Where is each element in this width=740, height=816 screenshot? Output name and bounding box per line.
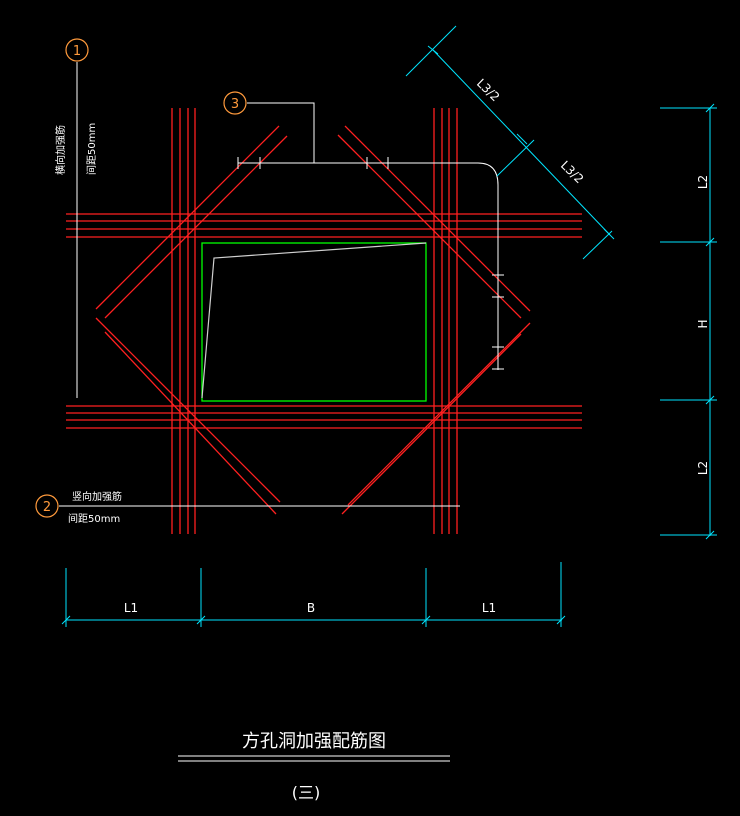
callout-2-number: 2 <box>43 500 51 515</box>
drawing-subtitle: (三) <box>292 783 321 802</box>
dim-bottom-b: B <box>307 601 315 615</box>
diagonal-dimension <box>405 25 615 260</box>
dim-right-h: H <box>696 319 710 328</box>
callout-1-circle <box>65 38 89 62</box>
dim-bottom-l1-left: L1 <box>124 601 138 615</box>
dim-right-l2-bottom: L2 <box>696 461 710 475</box>
horizontal-rebars <box>66 213 582 429</box>
square-opening <box>201 242 427 402</box>
vertical-rebars <box>171 108 458 534</box>
callout-2-label-line2: 间距50mm <box>68 512 120 525</box>
dim-diagonal-upper: L3/2 <box>474 76 502 104</box>
diagonal-rebars <box>95 125 531 515</box>
dim-diagonal-lower: L3/2 <box>558 158 586 186</box>
dim-bottom-l1-right: L1 <box>482 601 496 615</box>
drawing-title: 方孔洞加强配筋图 <box>242 731 386 752</box>
bottom-dimension <box>61 562 566 627</box>
callout-2-circle <box>35 494 59 518</box>
callout-1-number: 1 <box>73 44 81 59</box>
callout-1-label-line2: 间距50mm <box>85 123 98 175</box>
dim-right-l2-top: L2 <box>696 175 710 189</box>
callout-3-number: 3 <box>231 97 239 112</box>
right-dimension <box>660 103 717 540</box>
callout-1-label-line1: 横向加强筋 <box>54 125 67 175</box>
callout-3-circle <box>223 91 247 115</box>
callout-2-label-line1: 竖向加强筋 <box>72 490 122 503</box>
callout-3-leader <box>237 102 504 370</box>
